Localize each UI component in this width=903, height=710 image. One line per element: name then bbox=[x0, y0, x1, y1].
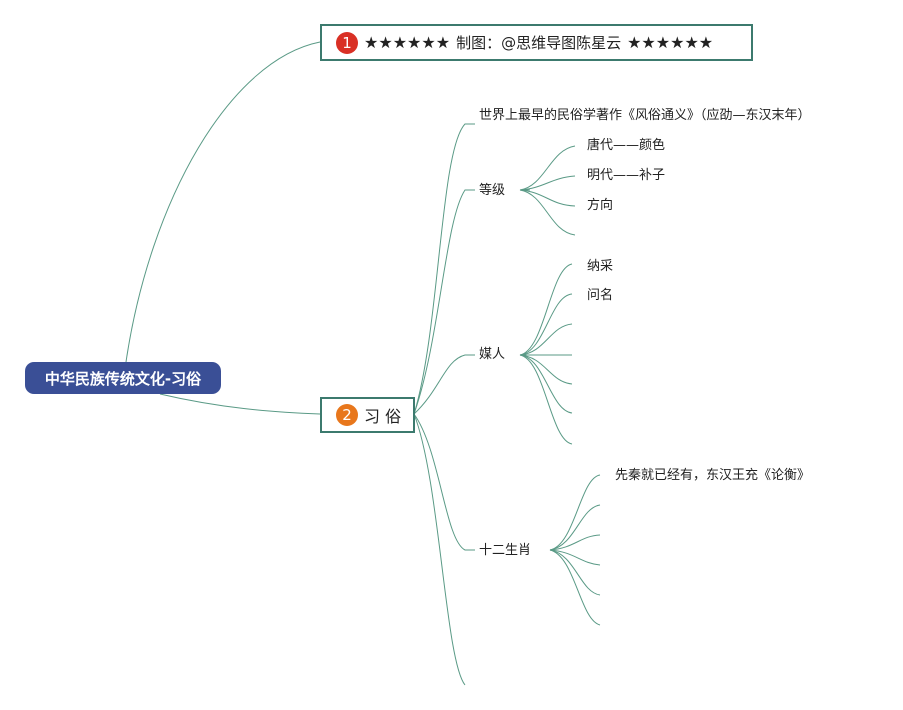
line-root-topic1 bbox=[125, 41, 321, 363]
line-grade-c2 bbox=[519, 175, 576, 191]
line-earliest bbox=[413, 123, 475, 415]
root-node[interactable]: 中华民族传统文化-习俗 bbox=[25, 362, 221, 394]
grade-child-direction[interactable]: 方向 bbox=[587, 198, 614, 213]
root-label: 中华民族传统文化-习俗 bbox=[44, 369, 202, 388]
topic1-label: 制图：@思维导图陈星云 bbox=[456, 34, 622, 52]
line-match-c2 bbox=[519, 293, 573, 356]
line-root-topic2 bbox=[159, 393, 321, 415]
line-match-c3 bbox=[519, 323, 573, 356]
topic1-node[interactable]: 1 ★★★★★★ 制图：@思维导图陈星云 ★★★★★★ bbox=[320, 24, 753, 61]
topic2-label: 习 俗 bbox=[364, 407, 402, 426]
branch-zodiac[interactable]: 十二生肖 bbox=[479, 543, 532, 558]
line-zodiac-c5 bbox=[549, 549, 601, 596]
line-zodiac-c6 bbox=[549, 549, 601, 626]
line-grade-c3 bbox=[519, 189, 576, 207]
line-empty-bottom bbox=[413, 413, 466, 686]
line-grade-c1 bbox=[519, 145, 576, 191]
line-zodiac-c1 bbox=[549, 474, 601, 551]
line-grade-c4 bbox=[519, 189, 576, 236]
topic2-node[interactable]: 2 习 俗 bbox=[320, 397, 415, 433]
branch-grade[interactable]: 等级 bbox=[479, 183, 506, 198]
line-zodiac-c2 bbox=[549, 504, 601, 551]
branch-matchmaker[interactable]: 媒人 bbox=[479, 347, 506, 362]
line-match-c6 bbox=[519, 354, 573, 414]
topic1-stars-left: ★★★★★★ bbox=[364, 33, 451, 52]
line-grade bbox=[413, 189, 475, 415]
line-match-c5 bbox=[519, 354, 573, 385]
match-child-nacai[interactable]: 纳采 bbox=[587, 259, 614, 274]
zodiac-child-origin[interactable]: 先秦就已经有，东汉王充《论衡》 bbox=[615, 468, 811, 483]
grade-child-tang[interactable]: 唐代——颜色 bbox=[587, 138, 666, 153]
line-match-c1 bbox=[519, 263, 573, 356]
line-zodiac-c4 bbox=[549, 549, 601, 566]
line-zodiac bbox=[413, 413, 475, 551]
badge-1-icon: 1 bbox=[336, 31, 358, 54]
badge-2-icon: 2 bbox=[336, 404, 358, 426]
line-matchmaker bbox=[413, 354, 475, 415]
match-child-wenming[interactable]: 问名 bbox=[587, 288, 614, 303]
line-match-c7 bbox=[519, 354, 573, 445]
topic1-stars-right: ★★★★★★ bbox=[627, 33, 714, 52]
branch-earliest[interactable]: 世界上最早的民俗学著作《风俗通义》（应劭—东汉末年） bbox=[479, 108, 811, 123]
grade-child-ming[interactable]: 明代——补子 bbox=[587, 168, 666, 183]
line-zodiac-c3 bbox=[549, 534, 601, 551]
